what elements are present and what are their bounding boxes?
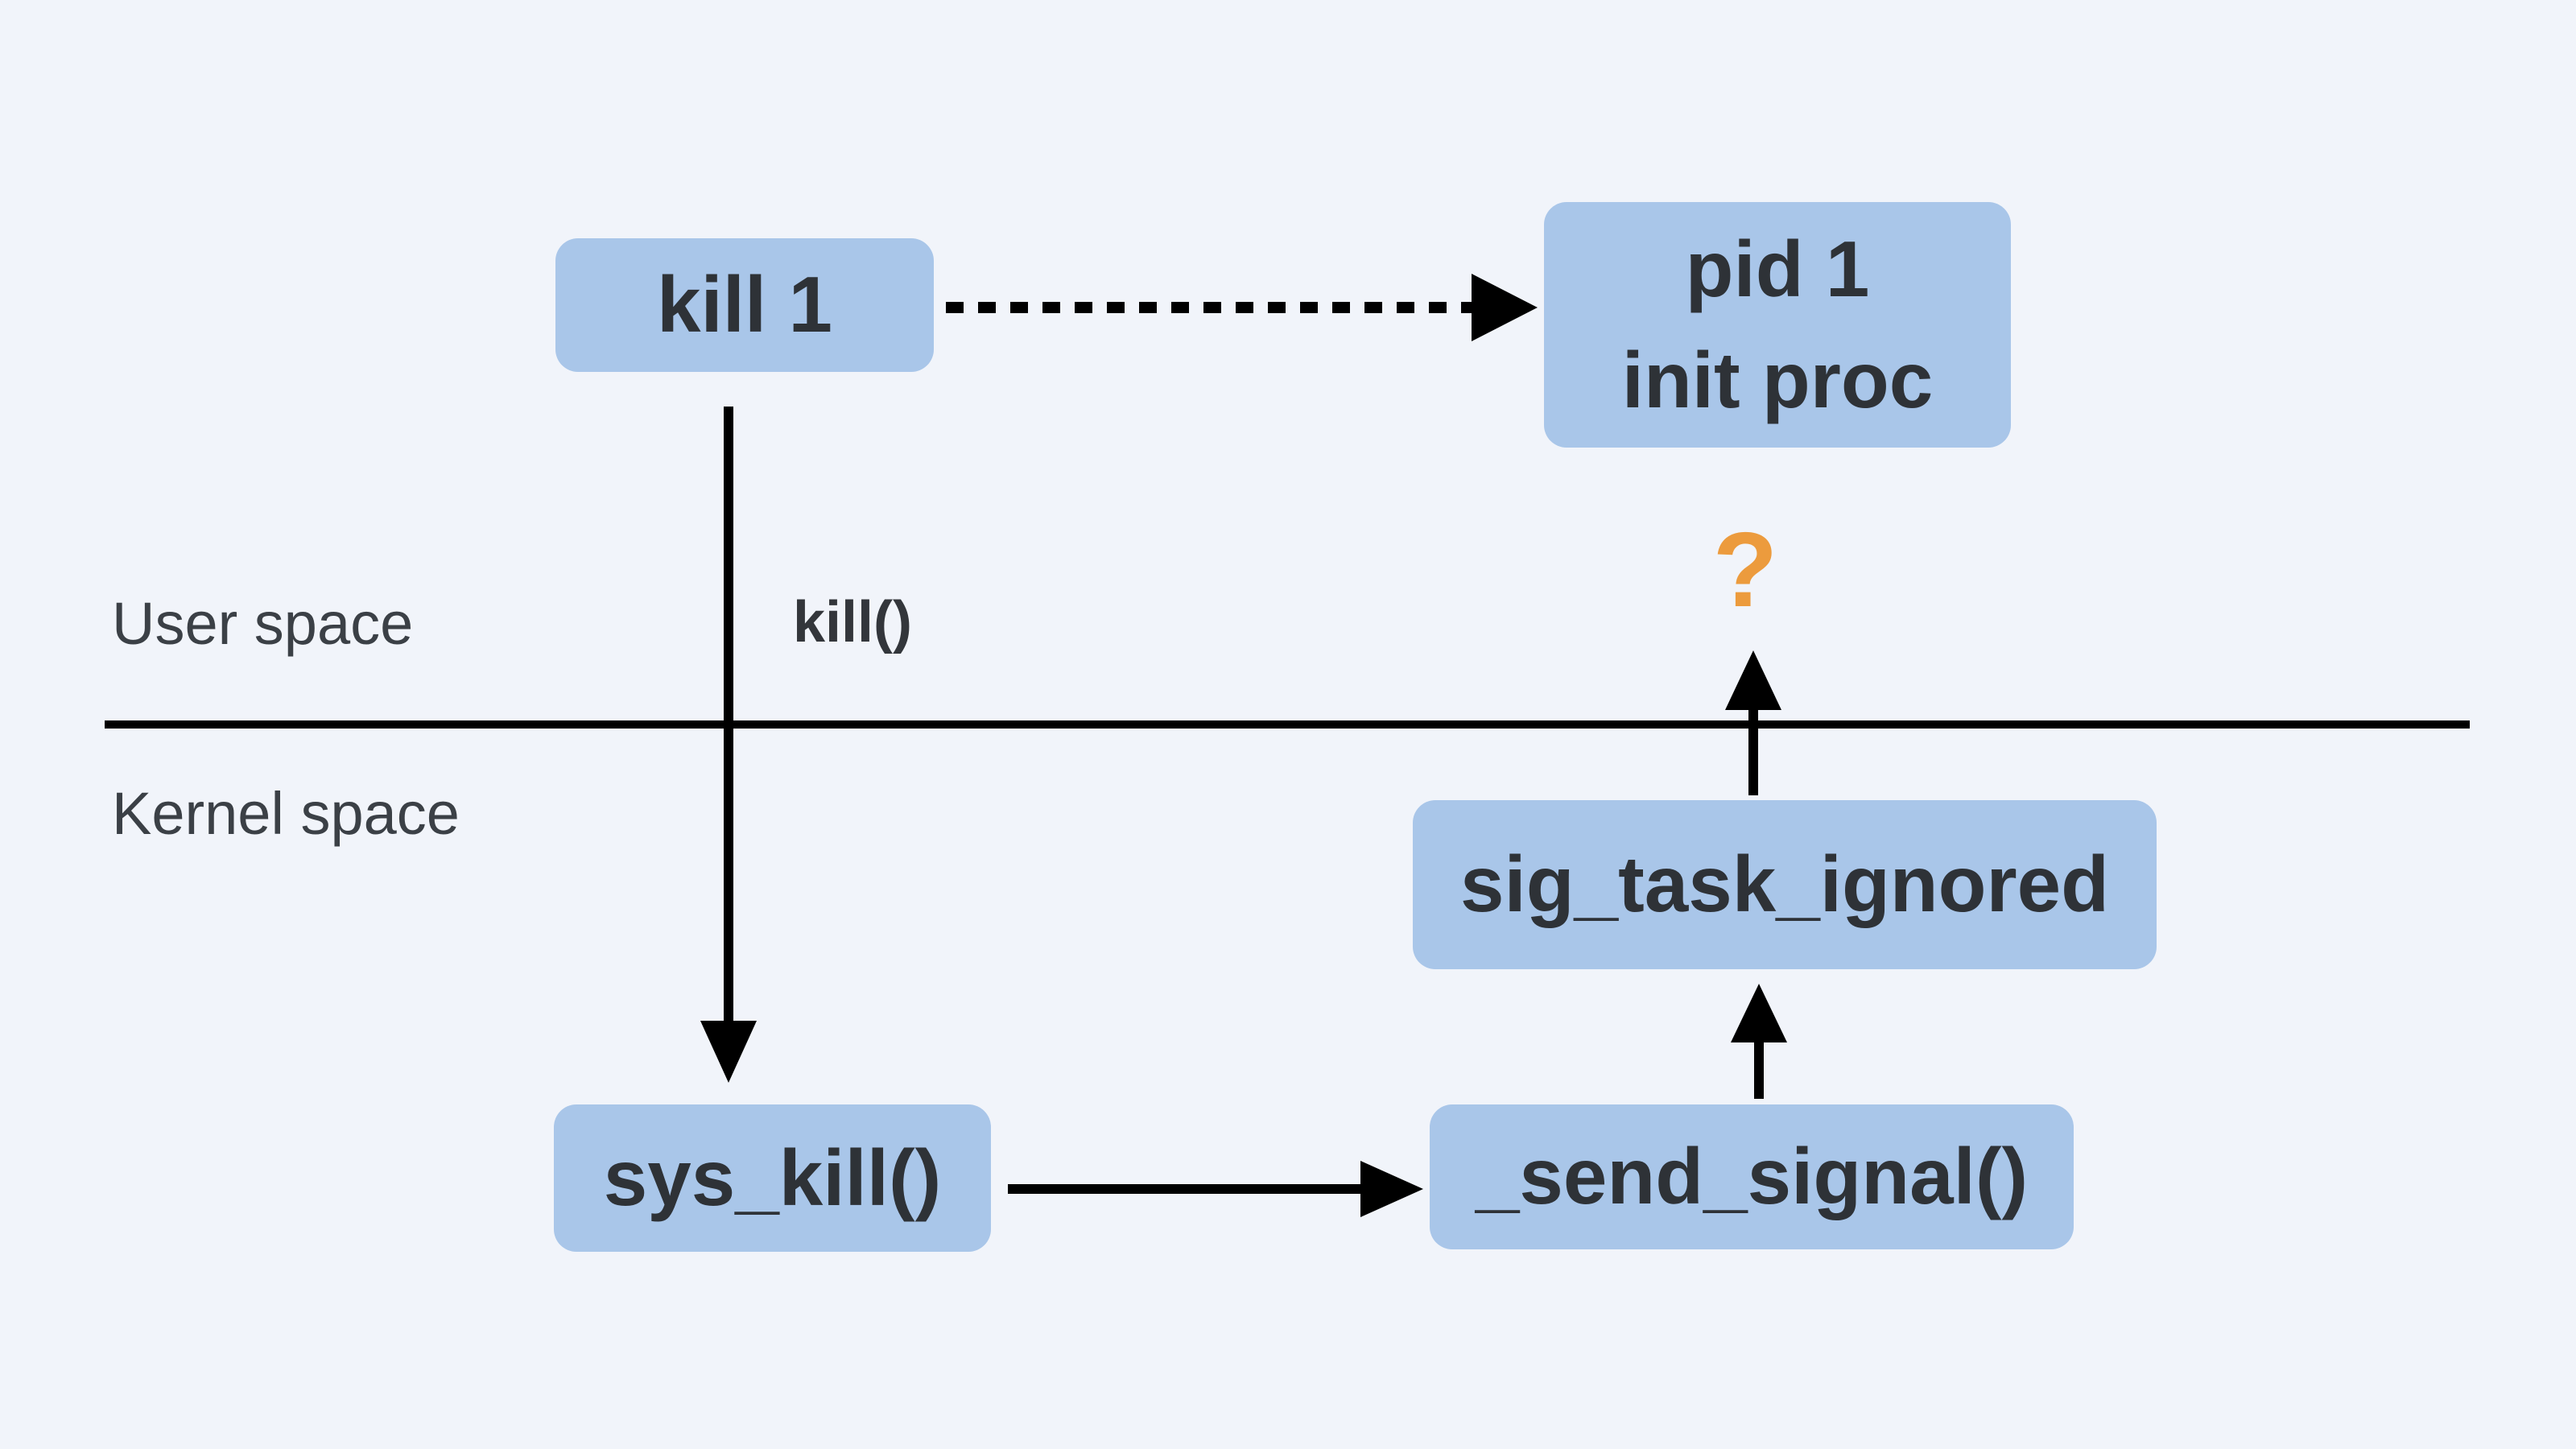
arrow-syskill-to-sendsignal (1008, 1161, 1423, 1217)
arrow-sigtaskignored-to-question (1725, 650, 1781, 795)
node-pid1-init-proc: pid 1 init proc (1544, 202, 2011, 448)
node-send-signal: _send_signal() (1430, 1104, 2074, 1249)
kill-syscall-label: kill() (793, 590, 913, 654)
node-pid1-line2: init proc (1621, 335, 1934, 424)
question-mark: ? (1712, 510, 1778, 629)
node-sig-task-ignored-label: sig_task_ignored (1459, 840, 2110, 929)
node-sys-kill: sys_kill() (554, 1104, 991, 1252)
node-pid1-line1: pid 1 (1685, 225, 1870, 314)
node-sig-task-ignored: sig_task_ignored (1413, 800, 2157, 969)
arrow-sendsignal-to-sigtaskignored (1731, 984, 1787, 1099)
node-send-signal-label: _send_signal() (1475, 1132, 2029, 1221)
kernel-space-label: Kernel space (112, 780, 460, 847)
node-kill1: kill 1 (555, 238, 934, 372)
arrow-kill1-to-syskill (700, 407, 757, 1083)
node-sys-kill-label: sys_kill() (603, 1133, 942, 1222)
arrow-kill1-to-pid1 (946, 274, 1538, 341)
node-kill1-label: kill 1 (657, 260, 832, 349)
user-space-label: User space (112, 590, 414, 657)
